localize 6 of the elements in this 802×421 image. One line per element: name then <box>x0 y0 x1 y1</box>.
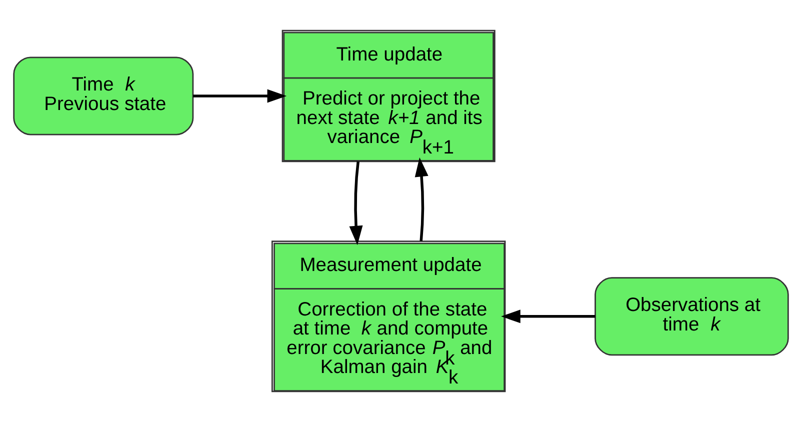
node-box: Time k Previous state <box>13 56 194 135</box>
arrow <box>349 160 363 245</box>
arrow <box>501 309 596 323</box>
arrow <box>193 88 287 102</box>
node-box: Observations at time k <box>594 276 789 356</box>
arrow <box>414 156 428 241</box>
